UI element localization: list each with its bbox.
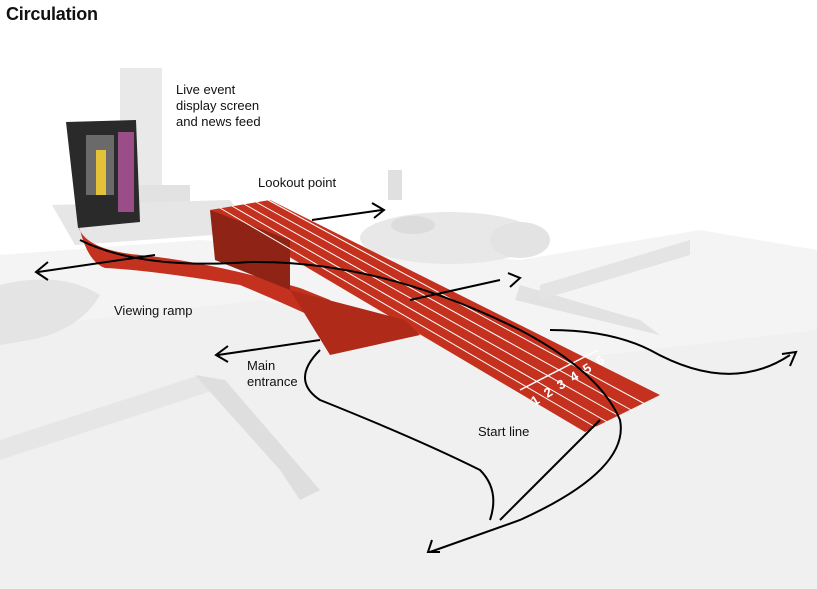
page-title: Circulation (6, 4, 98, 24)
left-basin (0, 279, 100, 345)
label-start-line: Start line (478, 424, 530, 439)
viewing-ramp-track (78, 226, 340, 330)
fountain (360, 170, 550, 264)
display-screen (66, 120, 140, 228)
label-line: Main (247, 358, 276, 373)
label-display-screen: Live event display screen and news feed (176, 82, 261, 130)
label-lookout-point: Lookout point (258, 175, 337, 190)
label-viewing-ramp: Viewing ramp (114, 303, 193, 318)
label-main-entrance: Main entrance (247, 358, 298, 390)
elevated-track (210, 199, 660, 432)
arrow-heads (34, 202, 798, 553)
label-line: Live event (176, 82, 236, 97)
balustrades (0, 240, 690, 500)
circulation-paths (37, 209, 791, 553)
label-line: entrance (247, 374, 298, 389)
label-line: display screen (176, 98, 260, 113)
label-line: and news feed (176, 114, 261, 129)
